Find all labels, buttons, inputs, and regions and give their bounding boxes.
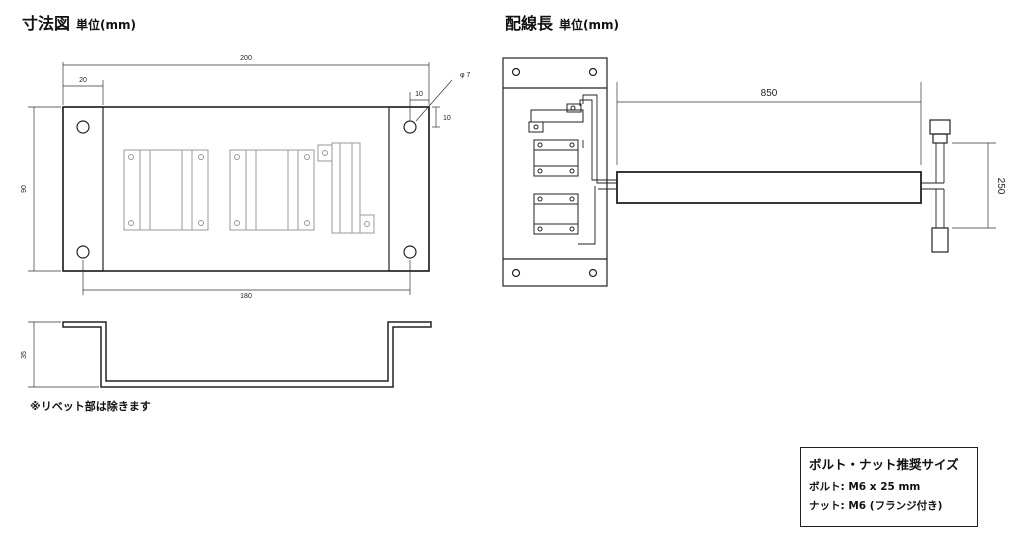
mount-hole-tr (403, 120, 417, 134)
relay-1 (123, 149, 209, 231)
dimension-title-text: 寸法図 (22, 14, 71, 33)
dim-cable-length: 850 (761, 88, 778, 99)
connector-top (929, 119, 951, 135)
dim-offset-y: 10 (443, 115, 451, 122)
dimension-unit: 単位(mm) (76, 18, 136, 32)
terminal-block (317, 142, 375, 234)
dim-depth: 35 (21, 351, 28, 359)
side-dimensions (28, 321, 99, 388)
dim-offset-x: 10 (415, 91, 423, 98)
lead-wires (921, 143, 945, 228)
wiring-dimensions (616, 82, 996, 229)
dim-hole-diameter: φ 7 (460, 72, 470, 79)
bolt-spec-bolt: ボルト: M6 x 25 mm (809, 481, 921, 493)
wiring-relay-1 (528, 103, 584, 133)
wiring-view (502, 57, 951, 287)
front-components (123, 142, 375, 234)
dim-lead-length: 250 (995, 178, 1006, 195)
side-view (62, 321, 432, 388)
dim-flange-width: 20 (79, 77, 87, 84)
wiring-relay-3 (533, 193, 579, 235)
wiring-plate-outline (502, 57, 608, 287)
right-flange (388, 106, 430, 272)
plate-profile (62, 321, 432, 388)
dimension-section-title: 寸法図単位(mm) (22, 10, 136, 34)
connector-top-neck (932, 133, 948, 144)
front-view (62, 106, 430, 272)
mount-hole-br (403, 245, 417, 259)
front-dimensions (28, 62, 453, 295)
mount-hole-tl (76, 120, 90, 134)
dim-hole-pitch: 180 (240, 293, 252, 300)
dim-total-width: 200 (240, 55, 252, 62)
dim-height: 90 (21, 185, 28, 193)
bolt-spec-title: ボルト・ナット推奨サイズ (809, 457, 959, 472)
mount-hole-bl (76, 245, 90, 259)
wiring-relay-2 (533, 139, 579, 177)
rivet-note: ※リベット部は除きます (30, 400, 151, 413)
wiring-title-text: 配線長 (505, 14, 554, 33)
relay-2 (229, 149, 315, 231)
bolt-spec-nut: ナット: M6 (フランジ付き) (809, 500, 943, 512)
bolt-spec-box: ボルト・ナット推奨サイズ ボルト: M6 x 25 mm ナット: M6 (フラ… (800, 447, 978, 527)
wiring-unit: 単位(mm) (559, 18, 619, 32)
wiring-section-title: 配線長単位(mm) (505, 10, 619, 34)
internal-wires (578, 94, 617, 245)
connector-bottom (931, 227, 949, 253)
cable-sheath (616, 171, 922, 204)
